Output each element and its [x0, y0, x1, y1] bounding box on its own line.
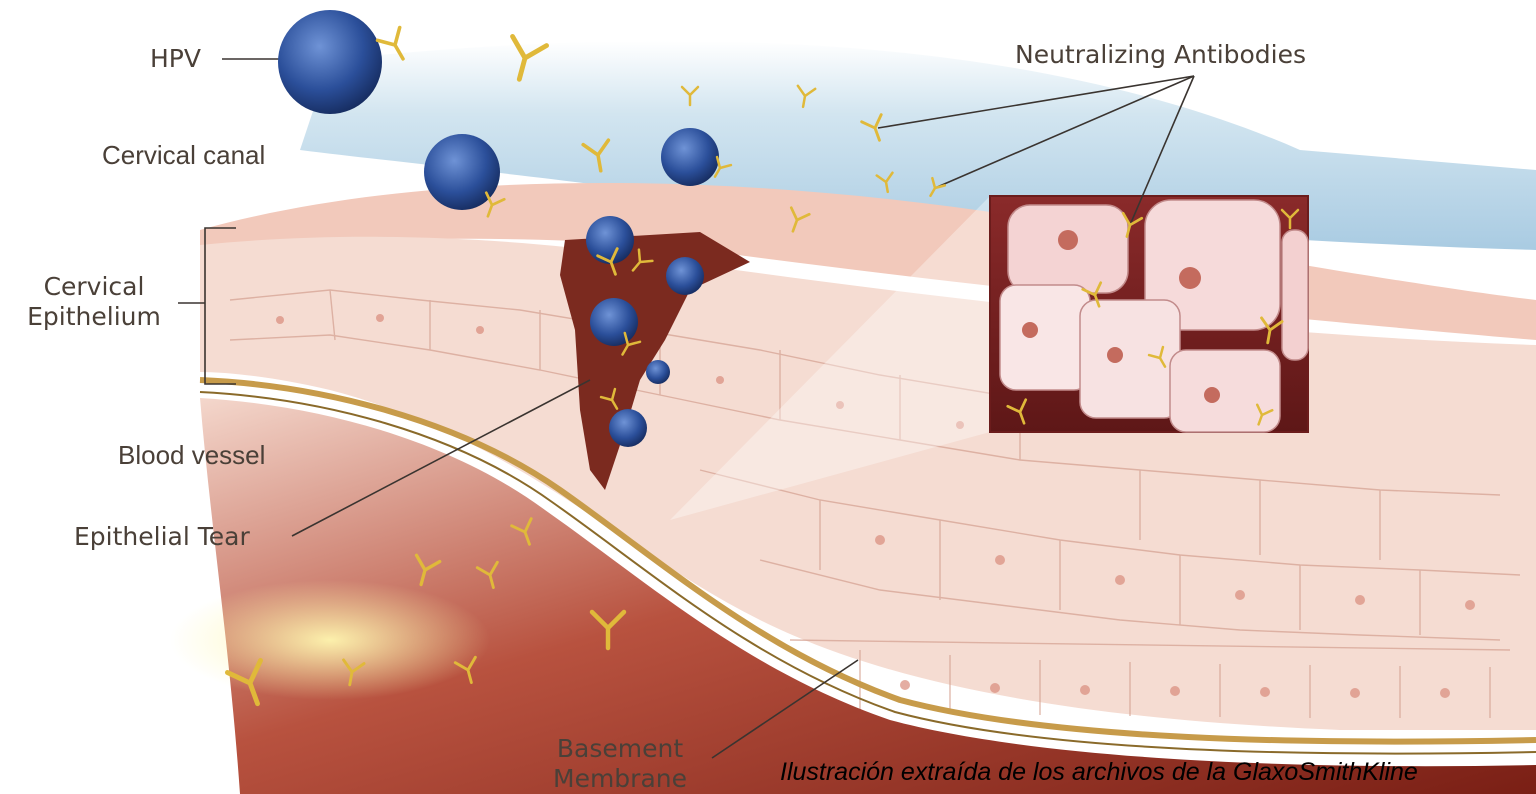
label-hpv: HPV: [150, 44, 201, 74]
hpv-virus-icon: [590, 298, 638, 346]
hpv-virus-icon: [586, 216, 634, 264]
hpv-virus-icon: [609, 409, 647, 447]
label-cervical-epithelium: Cervical Epithelium: [14, 272, 174, 332]
hpv-virus-icon: [278, 10, 382, 114]
label-cervical-canal: Cervical canal: [102, 140, 265, 171]
hpv-virus-icon: [646, 360, 670, 384]
label-cervical-epithelium-line2: Epithelium: [14, 302, 174, 332]
label-neutralizing-antibodies: Neutralizing Antibodies: [1015, 40, 1306, 70]
label-blood-vessel: Blood vessel: [118, 440, 265, 471]
label-epithelial-tear: Epithelial Tear: [74, 522, 250, 552]
label-basement-membrane-line2: Membrane: [530, 764, 710, 794]
image-credit: Ilustración extraída de los archivos de …: [780, 758, 1418, 787]
label-basement-membrane: Basement Membrane: [530, 734, 710, 794]
label-basement-membrane-line1: Basement: [530, 734, 710, 764]
hpv-virus-icon: [666, 257, 704, 295]
label-cervical-epithelium-line1: Cervical: [14, 272, 174, 302]
hpv-virus-icon: [661, 128, 719, 186]
antibody-glow: [170, 580, 490, 700]
